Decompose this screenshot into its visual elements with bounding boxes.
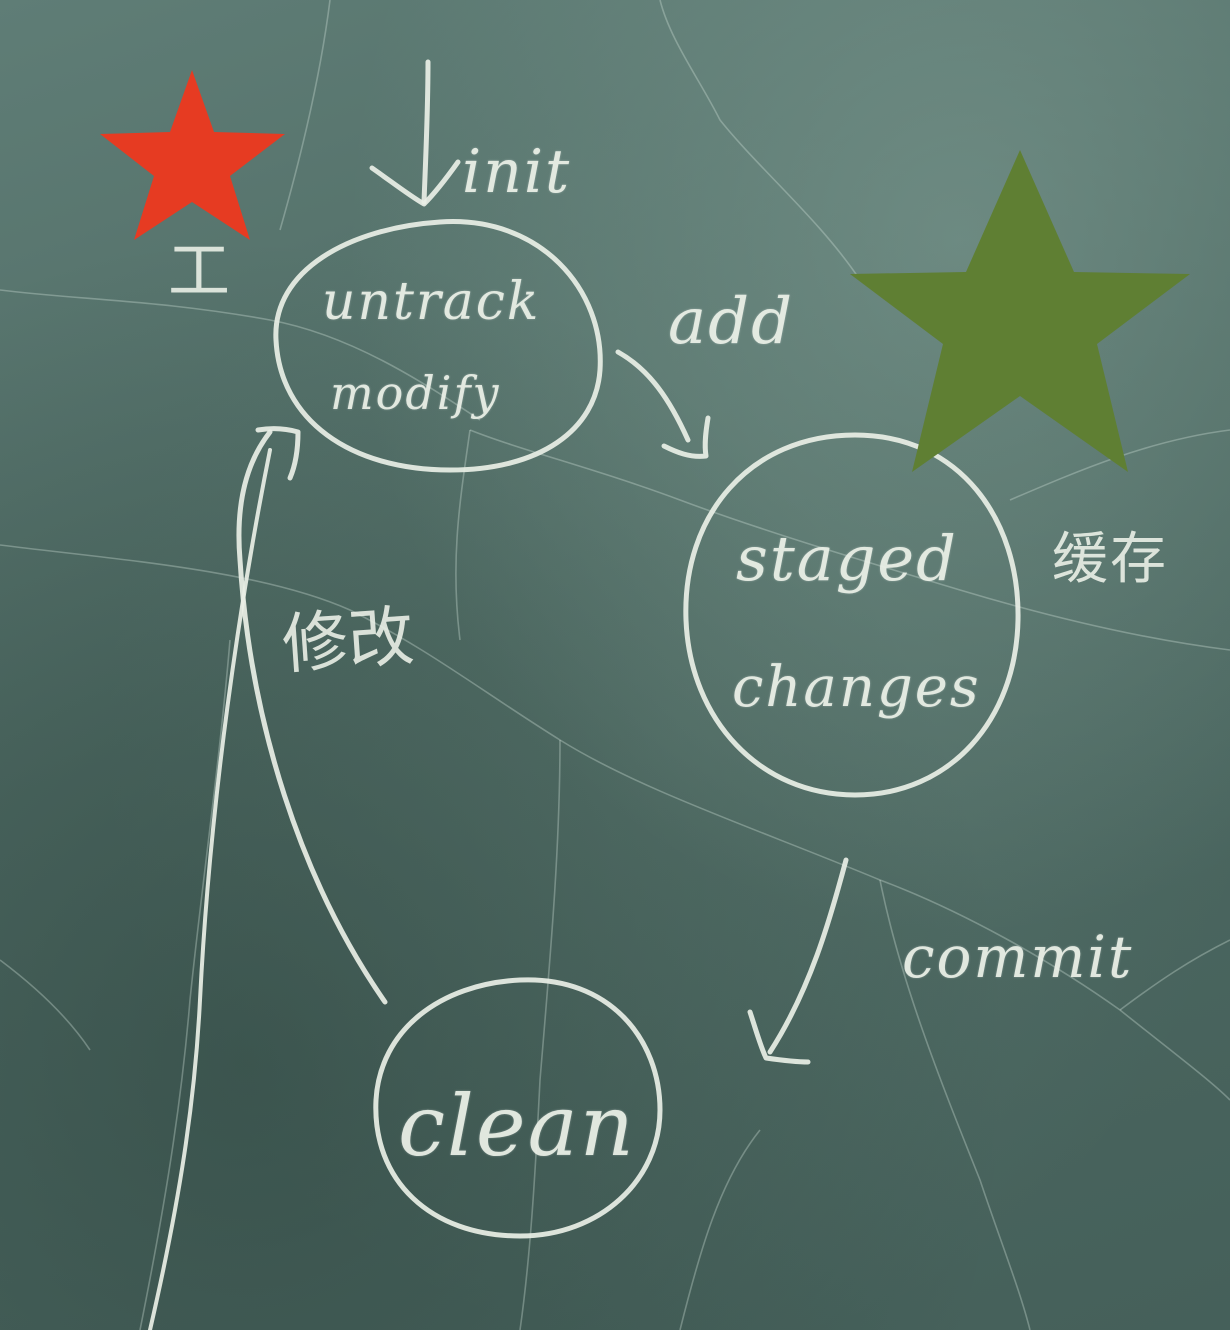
modify-back-arrow: [148, 426, 388, 1330]
untracked-line1-label: untrack: [322, 272, 541, 332]
staging-note: 缓存: [1052, 527, 1168, 592]
untracked-line2-label: modify: [330, 366, 501, 420]
init-label: init: [462, 137, 572, 207]
workspace-note: 工: [168, 234, 231, 307]
add-arrow: [615, 349, 711, 459]
commit-label: commit: [902, 923, 1134, 991]
staged-line2-label: changes: [732, 655, 981, 720]
staged-state-circle: [683, 432, 1021, 798]
add-label: add: [668, 285, 795, 359]
untracked-state-circle: [273, 219, 603, 473]
staged-line1-label: staged: [736, 522, 958, 595]
clean-state-circle: [373, 977, 663, 1239]
modify-back-label: 修改: [279, 597, 417, 684]
clean-label: clean: [398, 1077, 636, 1175]
commit-arrow: [747, 857, 849, 1065]
red-star-icon: [100, 70, 285, 240]
green-star-icon: [850, 150, 1190, 472]
init-arrow: [369, 59, 461, 207]
